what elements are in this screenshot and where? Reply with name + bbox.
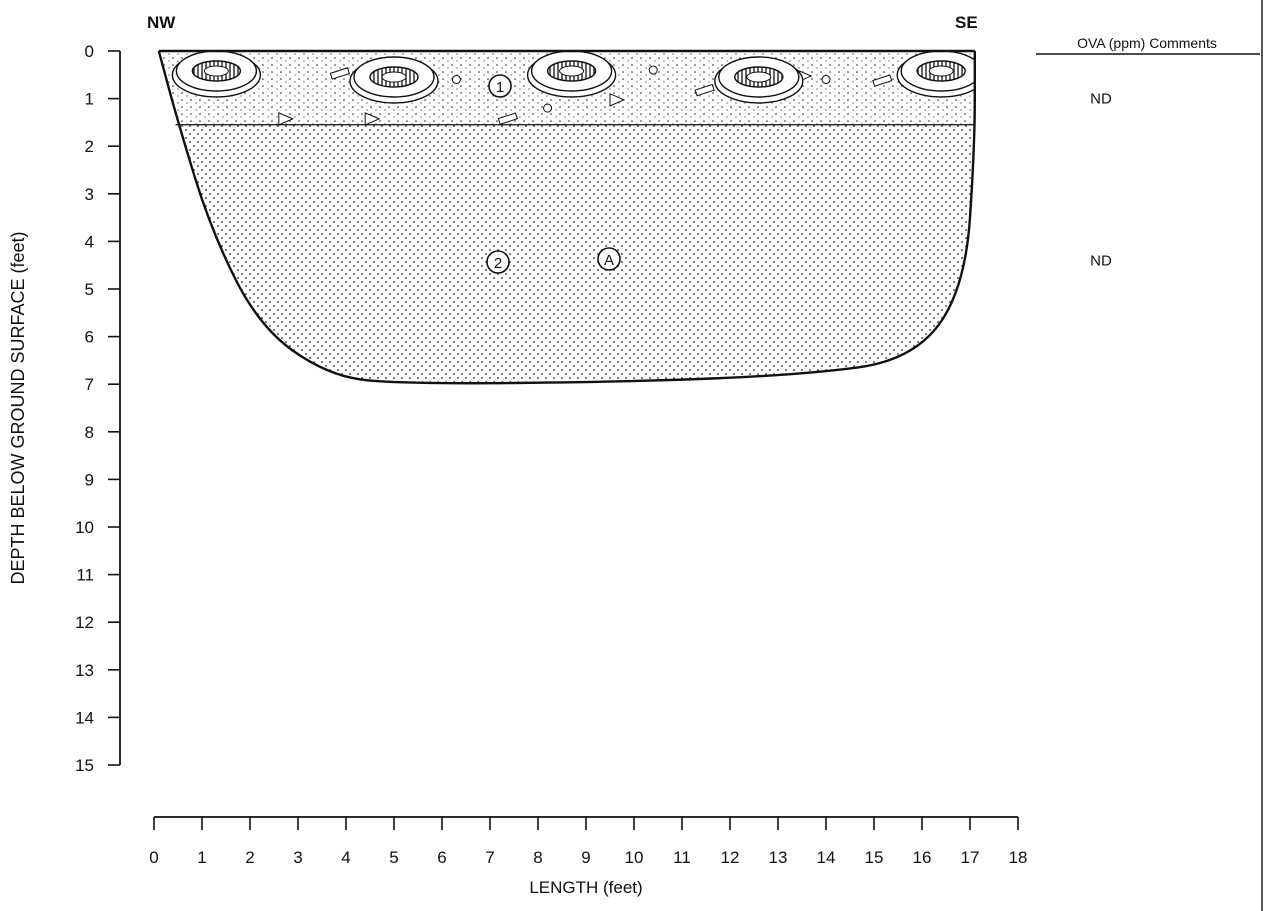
excavation-cross-section: 1 2 A (157, 49, 976, 385)
x-tick-label: 0 (149, 848, 158, 867)
debris-fragments (278, 65, 893, 126)
sample-a-marker: A (597, 247, 621, 271)
debris-fragment (278, 112, 295, 126)
x-tick-label: 8 (533, 848, 542, 867)
x-tick-label: 10 (625, 848, 644, 867)
tire-icon (714, 56, 804, 104)
ova-reading: ND (1090, 252, 1112, 269)
y-tick-label: 2 (85, 137, 94, 156)
tire-icon (896, 51, 975, 98)
y-tick-label: 4 (85, 232, 94, 251)
tires-layer (171, 51, 975, 104)
debris-fragment (694, 83, 715, 97)
debris-fragment (364, 112, 381, 126)
debris-fragment (648, 65, 658, 75)
ova-panel: OVA (ppm) Comments ND ND (1036, 0, 1263, 911)
layer-1-marker: 1 (488, 74, 512, 98)
x-tick-label: 15 (865, 848, 884, 867)
ova-panel-header: OVA (ppm) Comments (1077, 35, 1217, 51)
x-tick-label: 5 (389, 848, 398, 867)
ova-reading: ND (1090, 91, 1112, 108)
layer-2-marker: 2 (486, 250, 510, 274)
debris-fragment (451, 75, 461, 85)
x-tick-label: 1 (197, 848, 206, 867)
y-tick-label: 5 (85, 280, 94, 299)
y-tick-label: 10 (75, 518, 94, 537)
x-tick-label: 7 (485, 848, 494, 867)
y-tick-label: 0 (85, 42, 94, 61)
y-tick-label: 1 (85, 90, 94, 109)
x-tick-label: 11 (673, 848, 691, 867)
y-tick-label: 13 (75, 661, 94, 680)
x-axis-title: LENGTH (feet) (529, 878, 642, 897)
excavation-outline (157, 50, 976, 385)
debris-fragment (609, 93, 626, 107)
tire-icon (526, 51, 617, 98)
tire-icon (171, 51, 262, 98)
debris-fragment (497, 112, 518, 125)
y-tick-label: 3 (85, 185, 94, 204)
y-tick-label: 8 (85, 423, 94, 442)
x-tick-label: 6 (437, 848, 446, 867)
direction-se-label: SE (955, 13, 978, 32)
y-tick-label: 6 (85, 328, 94, 347)
direction-nw-label: NW (147, 13, 176, 32)
y-tick-label: 11 (76, 566, 94, 585)
debris-fragment (543, 103, 553, 113)
x-tick-label: 16 (913, 848, 932, 867)
debris-fragment (872, 74, 893, 87)
x-tick-label: 4 (341, 848, 350, 867)
x-tick-label: 3 (293, 848, 302, 867)
tire-icon (349, 56, 439, 104)
svg-text:A: A (604, 252, 614, 269)
y-tick-label: 9 (85, 470, 94, 489)
y-axis-title: DEPTH BELOW GROUND SURFACE (feet) (8, 231, 28, 584)
svg-text:1: 1 (496, 79, 504, 96)
x-tick-label: 12 (721, 848, 740, 867)
svg-text:2: 2 (494, 255, 502, 272)
x-tick-label: 18 (1009, 848, 1028, 867)
y-tick-label: 15 (75, 756, 94, 775)
y-tick-label: 12 (75, 613, 94, 632)
x-tick-label: 13 (769, 848, 788, 867)
debris-fragment (329, 67, 350, 80)
debris-fragment (821, 75, 831, 85)
x-tick-label: 2 (245, 848, 254, 867)
y-tick-label: 7 (85, 375, 94, 394)
x-tick-label: 14 (817, 848, 836, 867)
y-tick-label: 14 (75, 708, 94, 727)
x-tick-label: 9 (581, 848, 590, 867)
x-tick-label: 17 (961, 848, 980, 867)
